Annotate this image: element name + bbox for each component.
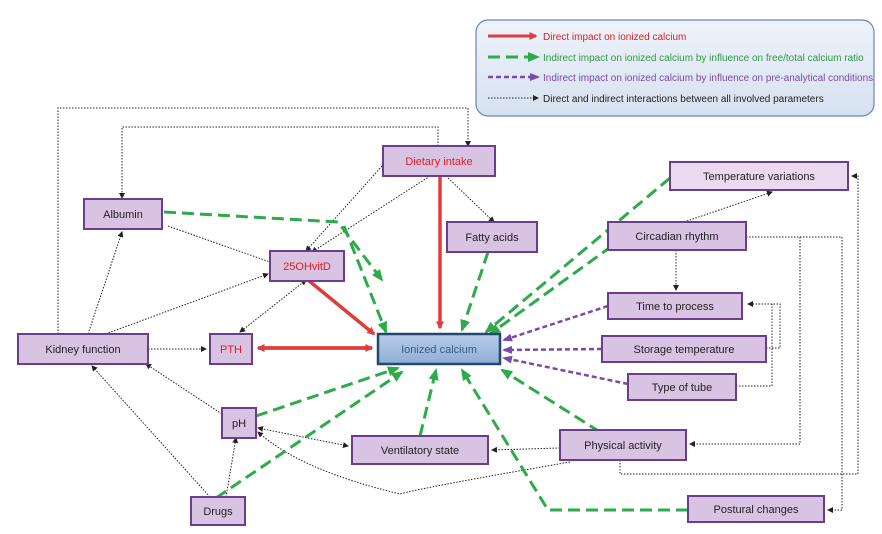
edge-drugs-calcium xyxy=(215,370,404,500)
node-postural-changes: Postural changes xyxy=(687,495,825,523)
direct-edges xyxy=(256,176,444,352)
ratio-edges xyxy=(163,176,688,512)
node-temperature-variations-label: Temperature variations xyxy=(703,171,815,183)
edge-albumin-calcium xyxy=(163,210,384,282)
edge-time-calcium xyxy=(502,304,609,342)
node-fatty-acids: Fatty acids xyxy=(446,221,538,253)
edge-physical-calcium xyxy=(500,368,601,434)
edge-ph-kidney xyxy=(145,363,223,415)
edge-tube-time xyxy=(736,304,773,387)
edge-physical-temperature xyxy=(619,173,859,475)
node-albumin-label: Albumin xyxy=(103,209,143,221)
edge-vitd-pth xyxy=(239,279,307,333)
edge-temperature-calcium xyxy=(484,176,671,334)
preanalytical-edges xyxy=(502,304,629,386)
edge-drugs-ph xyxy=(225,437,239,498)
edge-storage-calcium xyxy=(502,345,603,354)
edge-ph-calcium xyxy=(255,366,400,418)
node-circadian-rhythm-label: Circadian rhythm xyxy=(635,231,718,243)
node-albumin: Albumin xyxy=(83,198,163,230)
edge-dietary-calcium-green xyxy=(342,225,388,334)
legend-box xyxy=(475,19,875,117)
edge-dietary-fatty xyxy=(445,175,495,223)
edge-kidney-albumin xyxy=(87,231,124,335)
node-25ohvitd: 25OHvitD xyxy=(269,250,345,282)
node-drugs-label: Drugs xyxy=(203,506,233,518)
edge-storage-time xyxy=(747,301,781,349)
edge-physical-ventilatory xyxy=(491,446,561,453)
edge-ventilatory-calcium xyxy=(418,368,439,437)
node-kidney-function: Kidney function xyxy=(17,333,149,365)
edge-vitd-calcium xyxy=(306,278,376,336)
edge-kidney-dietary xyxy=(57,107,471,334)
node-type-of-tube-label: Type of tube xyxy=(652,382,713,394)
node-storage-temperature: Storage temperature xyxy=(601,335,767,363)
node-kidney-function-label: Kidney function xyxy=(45,344,120,356)
node-fatty-acids-label: Fatty acids xyxy=(465,232,519,244)
legend: Direct impact on ionized calcium Indirec… xyxy=(475,19,875,117)
interaction-edges xyxy=(57,107,859,513)
edge-circadian-temperature xyxy=(683,190,773,223)
node-dietary-intake-label: Dietary intake xyxy=(405,156,472,168)
legend-indirect-ratio-label: Indirect impact on ionized calcium by in… xyxy=(543,53,864,64)
node-pth: PTH xyxy=(209,333,253,365)
edge-dietary-albumin xyxy=(119,126,439,199)
node-time-to-process: Time to process xyxy=(607,292,743,320)
node-temperature-variations: Temperature variations xyxy=(669,161,849,191)
node-pth-label: PTH xyxy=(220,344,242,356)
node-physical-activity-label: Physical activity xyxy=(584,440,662,452)
nodes: Dietary intake Albumin Fatty acids 25OHv… xyxy=(17,145,849,526)
edge-dietary-vitd xyxy=(305,165,383,252)
edge-circadian-calcium xyxy=(488,244,613,336)
legend-indirect-preanalytical-label: Indirect impact on ionized calcium by in… xyxy=(543,73,873,84)
node-ph-label: pH xyxy=(232,418,246,430)
node-ionized-calcium-label: Ionized calcium xyxy=(401,344,477,356)
node-postural-changes-label: Postural changes xyxy=(714,504,799,516)
edge-dietary-vitd-2 xyxy=(311,175,431,253)
node-drugs: Drugs xyxy=(190,496,246,526)
node-time-to-process-label: Time to process xyxy=(636,301,714,313)
node-25ohvitd-label: 25OHvitD xyxy=(283,261,331,273)
node-ph: pH xyxy=(221,407,257,439)
node-ionized-calcium: Ionized calcium xyxy=(376,332,502,366)
edge-postural-calcium xyxy=(460,368,688,512)
node-ventilatory-state-label: Ventilatory state xyxy=(381,445,459,457)
node-physical-activity: Physical activity xyxy=(559,429,687,461)
node-storage-temperature-label: Storage temperature xyxy=(634,344,735,356)
edge-ph-ventilatory xyxy=(257,426,349,448)
edge-circadian-postural xyxy=(746,236,843,513)
edge-tube-calcium xyxy=(502,355,629,386)
legend-interaction-label: Direct and indirect interactions between… xyxy=(543,94,824,105)
edge-albumin-vitd xyxy=(167,225,271,263)
edge-physical-ph xyxy=(257,431,571,495)
edge-fatty-calcium xyxy=(460,251,490,332)
node-type-of-tube: Type of tube xyxy=(627,373,737,401)
node-dietary-intake: Dietary intake xyxy=(382,145,496,177)
edge-drugs-kidney xyxy=(91,365,211,498)
node-ventilatory-state: Ventilatory state xyxy=(351,435,489,465)
node-circadian-rhythm: Circadian rhythm xyxy=(607,221,747,251)
edge-kidney-vitd xyxy=(99,272,269,337)
legend-direct-label: Direct impact on ionized calcium xyxy=(543,32,686,43)
